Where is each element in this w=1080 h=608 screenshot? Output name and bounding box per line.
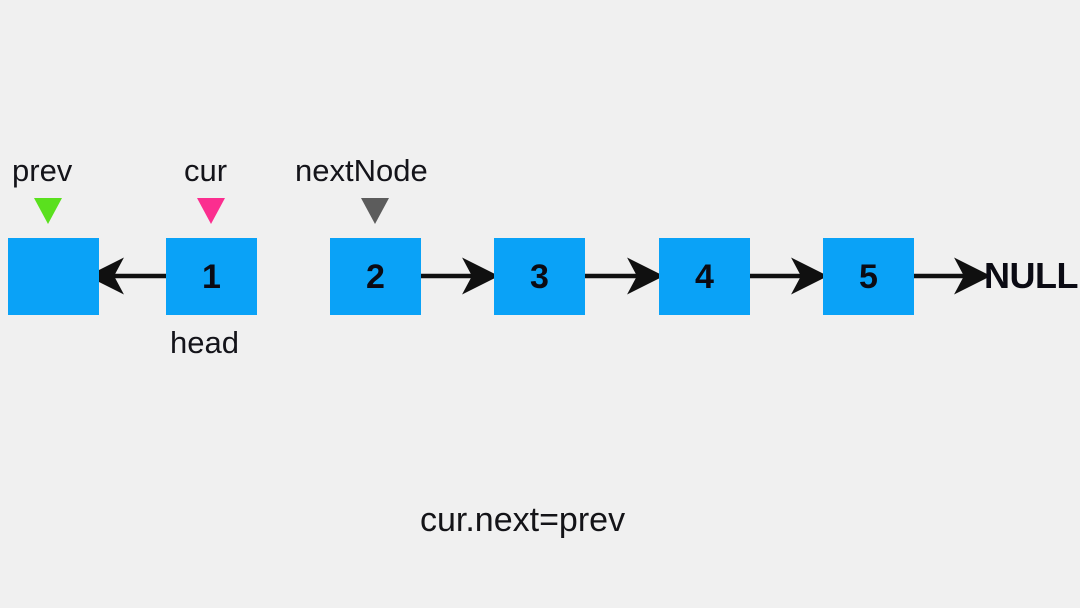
pointer-cur-label: cur — [184, 153, 228, 188]
node-3: 3 — [494, 238, 585, 315]
node-value: 1 — [202, 257, 221, 296]
node-value: 3 — [530, 257, 549, 296]
node-value: 2 — [366, 257, 385, 296]
node-5: 5 — [823, 238, 914, 315]
pointer-cur-triangle-icon — [197, 198, 225, 224]
pointer-prev-label: prev — [12, 153, 73, 188]
node-4: 4 — [659, 238, 750, 315]
head-label: head — [170, 325, 239, 360]
node-value: 5 — [859, 257, 878, 296]
pointer-prev-triangle-icon — [34, 198, 62, 224]
null-label: NULL — [984, 255, 1078, 296]
pointer-nextnode-label: nextNode — [295, 153, 428, 188]
node-prev-partial — [8, 238, 99, 315]
node-2: 2 — [330, 238, 421, 315]
operation-caption: cur.next=prev — [420, 501, 626, 539]
node-1: 1 — [166, 238, 257, 315]
pointer-nextnode-triangle-icon — [361, 198, 389, 224]
node-value: 4 — [695, 257, 714, 296]
